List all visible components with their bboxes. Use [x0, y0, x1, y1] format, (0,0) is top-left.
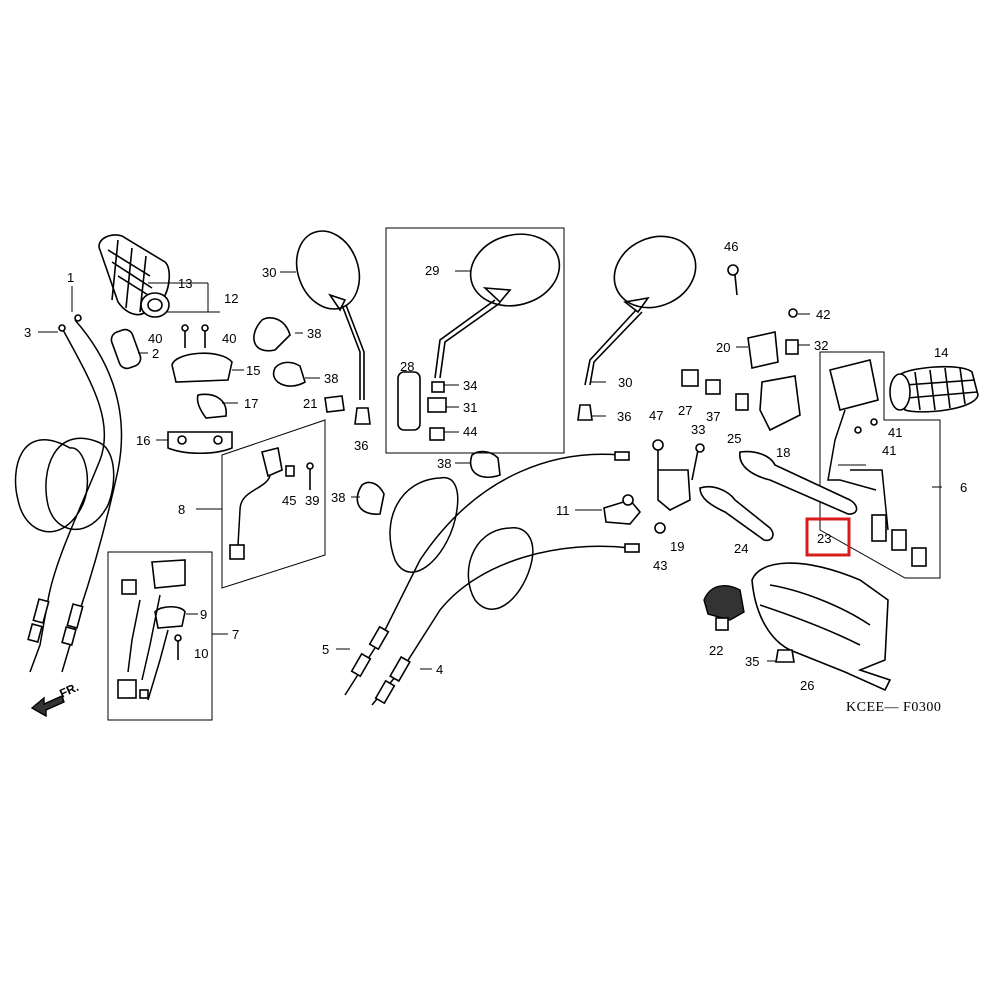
callout-38-b: 38	[324, 371, 338, 386]
cable-clamp	[356, 481, 385, 515]
callout-21: 21	[303, 396, 317, 411]
callout-38-d: 38	[331, 490, 345, 505]
callout-5: 5	[322, 642, 329, 657]
front-direction-label: FR.	[57, 680, 80, 701]
drawing-code: KCEE— F0300	[846, 700, 941, 715]
callout-28: 28	[400, 359, 414, 374]
callout-31: 31	[463, 400, 477, 415]
callout-42: 42	[816, 307, 830, 322]
callout-37: 37	[706, 409, 720, 424]
callout-45: 45	[282, 493, 296, 508]
callout-25: 25	[727, 431, 741, 446]
callout-9: 9	[200, 607, 207, 622]
callout-17: 17	[244, 396, 258, 411]
callout-43: 43	[653, 558, 667, 573]
callout-14: 14	[934, 345, 948, 360]
callout-35: 35	[745, 654, 759, 669]
callout-40-right: 40	[222, 331, 236, 346]
clutch-lever	[699, 485, 774, 542]
callout-12: 12	[224, 291, 238, 306]
callout-15: 15	[246, 363, 260, 378]
callout-13: 13	[178, 276, 192, 291]
throttle-cable-left	[14, 314, 123, 673]
switch-assembly-box	[107, 551, 213, 721]
callout-29: 29	[425, 263, 439, 278]
reflector-mount	[715, 617, 729, 631]
callout-22: 22	[709, 643, 723, 658]
cable-adjuster	[603, 494, 642, 525]
callout-34: 34	[463, 378, 477, 393]
nut	[775, 649, 795, 663]
master-cylinder	[681, 264, 801, 432]
brake-lever	[739, 450, 858, 515]
callout-7: 7	[232, 627, 239, 642]
hand-guard	[751, 562, 892, 692]
front-direction-arrow: FR.	[30, 680, 81, 718]
callout-38-c: 38	[437, 456, 451, 471]
callout-2: 2	[152, 346, 159, 361]
callout-27: 27	[678, 403, 692, 418]
callout-44: 44	[463, 424, 477, 439]
callout-11: 11	[556, 503, 570, 518]
callout-24: 24	[734, 541, 748, 556]
callout-labels: 1 2 3 4 5 6 7 8 9 10 11 12 13 14 15 16 1…	[24, 239, 967, 693]
callout-19: 19	[670, 539, 684, 554]
callout-33: 33	[691, 422, 705, 437]
callout-39: 39	[305, 493, 319, 508]
callout-10: 10	[194, 646, 208, 661]
callout-26: 26	[800, 678, 814, 693]
callout-1: 1	[67, 270, 74, 285]
callout-6: 6	[960, 480, 967, 495]
callout-8: 8	[178, 502, 185, 517]
left-grip	[98, 234, 171, 318]
clutch-switch	[229, 447, 314, 560]
callout-41-b: 41	[882, 443, 896, 458]
left-switch-assembly	[117, 559, 186, 701]
callout-32: 32	[814, 338, 828, 353]
callout-40-left: 40	[148, 331, 162, 346]
callout-46: 46	[724, 239, 738, 254]
callout-23: 23	[817, 531, 831, 546]
clutch-switch-group-box	[221, 419, 326, 589]
cable-clamp	[469, 450, 501, 479]
reflector	[703, 584, 745, 621]
cable-clamp	[253, 317, 291, 352]
right-mirror	[577, 235, 697, 421]
left-mirror	[295, 230, 371, 425]
right-mirror-group	[397, 233, 561, 441]
callout-38-a: 38	[307, 326, 321, 341]
callout-18: 18	[776, 445, 790, 460]
callout-36-left: 36	[354, 438, 368, 453]
callout-47: 47	[649, 408, 663, 423]
cap-nut	[324, 395, 345, 413]
center-cables	[344, 451, 640, 706]
leader-lines	[38, 270, 942, 670]
callout-3: 3	[24, 325, 31, 340]
callout-30-right: 30	[618, 375, 632, 390]
throttle-housing	[167, 324, 233, 454]
right-switch	[827, 359, 927, 567]
highlight-box	[805, 517, 851, 557]
callout-41-a: 41	[888, 425, 902, 440]
callout-20: 20	[716, 340, 730, 355]
lever-bracket	[652, 439, 705, 534]
right-grip	[889, 365, 979, 413]
callout-4: 4	[436, 662, 443, 677]
cable-clamp	[272, 361, 306, 387]
callout-16: 16	[136, 433, 150, 448]
callout-30-left: 30	[262, 265, 276, 280]
throttle-pipe-part	[110, 328, 142, 370]
callout-36-right: 36	[617, 409, 631, 424]
right-switch-box	[819, 351, 941, 579]
